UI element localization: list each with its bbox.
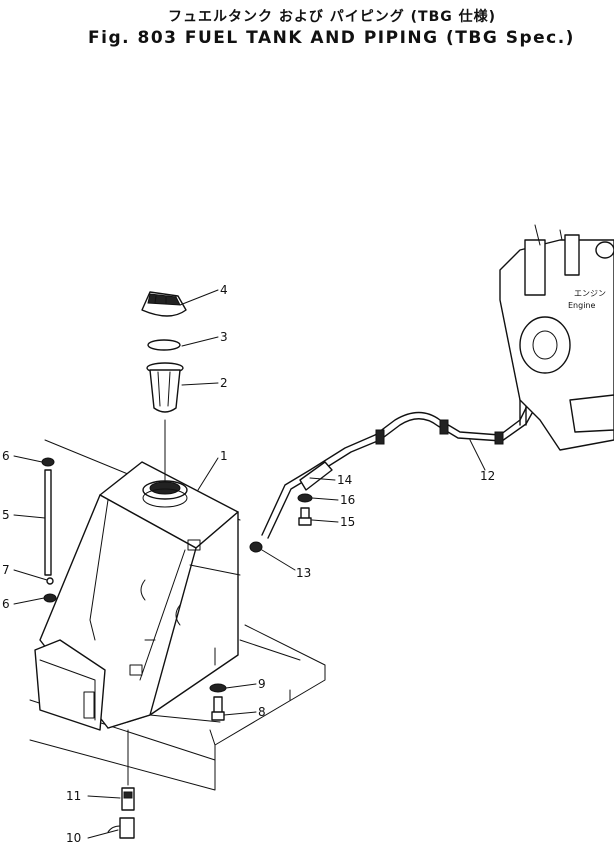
strainer (146, 362, 184, 481)
o-ring (147, 339, 181, 351)
engine-outline (499, 224, 614, 451)
callout-1: 1 (220, 449, 228, 463)
engine-label-jp: エンジン (574, 289, 606, 298)
callout-6-upper: 6 (2, 449, 10, 463)
callout-numbers: 4 3 2 1 6 5 7 6 8 9 10 11 12 13 14 15 16 (2, 283, 495, 844)
callout-12: 12 (480, 469, 495, 483)
level-gauge (41, 457, 57, 603)
engine-label-en: Engine (568, 301, 595, 310)
filler-cap (141, 291, 187, 317)
callout-4: 4 (220, 283, 228, 297)
callout-3: 3 (220, 330, 228, 344)
callout-14: 14 (337, 473, 352, 487)
fuel-tank (34, 461, 241, 731)
title-english: Fig. 803 FUEL TANK AND PIPING (TBG Spec.… (88, 28, 575, 48)
callout-16: 16 (340, 493, 355, 507)
callout-6-lower: 6 (2, 597, 10, 611)
leader-lines (13, 289, 486, 839)
mounting-bolt (209, 647, 227, 721)
title-japanese: フュエルタンク および パイピング (TBG 仕様) (168, 9, 497, 25)
callout-10: 10 (66, 831, 81, 844)
callout-11: 11 (66, 789, 81, 803)
callout-15: 15 (340, 515, 355, 529)
callout-13: 13 (296, 566, 311, 580)
clamp-hardware (249, 493, 313, 553)
callout-5: 5 (2, 508, 10, 522)
drain-parts (107, 729, 135, 839)
callout-9: 9 (258, 677, 266, 691)
fuel-pipe (261, 299, 583, 539)
callout-2: 2 (220, 376, 228, 390)
callout-7: 7 (2, 563, 10, 577)
callout-8: 8 (258, 705, 266, 719)
